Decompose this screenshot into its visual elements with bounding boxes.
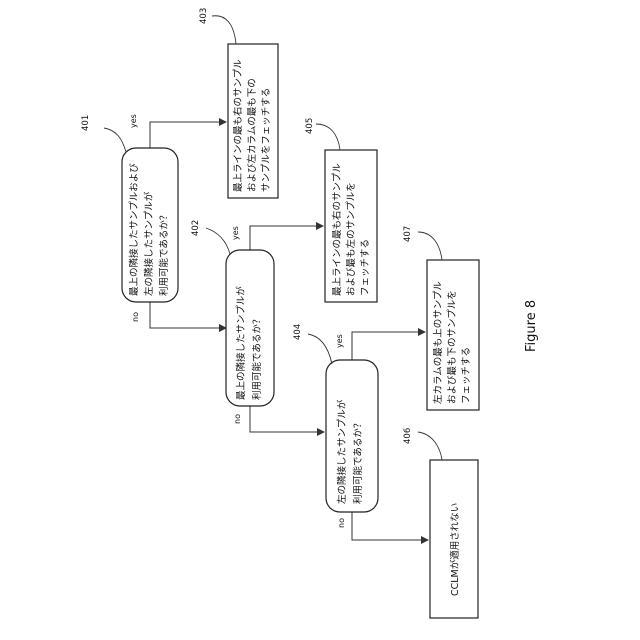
process-407-line-1: 左カラムの最も上のサンプル — [432, 281, 444, 404]
label-404-yes: yes — [335, 334, 344, 348]
decision-404-line-2: 利用可能であるか？ — [352, 419, 364, 504]
edge-404-no-to-406 — [352, 512, 428, 540]
leader-401 — [104, 128, 126, 152]
process-403-line-3: サンプルをフェッチする — [261, 88, 272, 192]
edge-401-no-to-402 — [150, 302, 226, 328]
leader-402 — [206, 228, 230, 254]
leader-404 — [308, 334, 332, 364]
process-405-line-2: および最も左のサンプルを — [345, 182, 357, 296]
process-403-line-2: および左カラムの最も下の — [246, 78, 258, 192]
edge-402-no-to-404 — [250, 406, 324, 432]
leader-405 — [316, 124, 340, 150]
ref-405: 405 — [305, 118, 315, 134]
decision-404: 左の隣接したサンプルが 利用可能であるか？ — [326, 360, 378, 512]
process-403-line-1: 最上ラインの最も右のサンプル — [232, 59, 244, 192]
process-405-line-3: フェッチする — [360, 239, 371, 296]
decision-402: 最上の隣接したサンプルが 利用可能であるか？ — [226, 250, 274, 406]
label-401-no: no — [131, 312, 140, 322]
decision-401-line-2: 左の隣接したサンプルが — [143, 191, 155, 296]
label-402-yes: yes — [231, 226, 240, 240]
decision-404-line-1: 左の隣接したサンプルが — [336, 399, 348, 504]
ref-406: 406 — [403, 428, 413, 444]
process-407-line-2: および最も下のサンプルを — [447, 290, 458, 404]
process-407-line-3: フェッチする — [461, 347, 472, 404]
ref-407: 407 — [403, 226, 413, 242]
process-406-line-1: CCLMが適用されない — [449, 503, 461, 596]
process-405: 最上ラインの最も右のサンプル および最も左のサンプルを フェッチする — [325, 150, 377, 302]
process-403: 最上ラインの最も右のサンプル および左カラムの最も下の サンプルをフェッチする — [228, 44, 278, 198]
edge-401-yes-to-403 — [150, 122, 226, 148]
process-405-line-1: 最上ラインの最も右のサンプル — [331, 163, 343, 296]
label-404-no: no — [337, 518, 346, 528]
leader-406 — [418, 432, 442, 460]
ref-404: 404 — [293, 324, 303, 340]
leader-407 — [418, 232, 442, 260]
decision-401-line-3: 利用可能であるか？ — [158, 211, 170, 296]
edge-402-yes-to-405 — [250, 226, 323, 250]
ref-402: 402 — [191, 220, 201, 236]
label-401-yes: yes — [129, 114, 138, 128]
edges — [150, 122, 428, 540]
ref-403: 403 — [199, 8, 209, 24]
figure-label: Figure 8 — [524, 300, 539, 352]
label-402-no: no — [233, 414, 242, 424]
process-407: 左カラムの最も上のサンプル および最も下のサンプルを フェッチする — [427, 260, 479, 410]
decision-402-line-2: 利用可能であるか？ — [251, 315, 263, 400]
edge-404-yes-to-407 — [352, 332, 425, 360]
process-406: CCLMが適用されない — [430, 460, 478, 618]
ref-401: 401 — [81, 115, 91, 131]
decision-401-line-1: 最上の隣接したサンプルおよび — [128, 163, 140, 296]
leader-403 — [212, 16, 236, 44]
decision-401: 最上の隣接したサンプルおよび 左の隣接したサンプルが 利用可能であるか？ — [122, 148, 178, 302]
decision-402-line-1: 最上の隣接したサンプルが — [235, 286, 247, 400]
